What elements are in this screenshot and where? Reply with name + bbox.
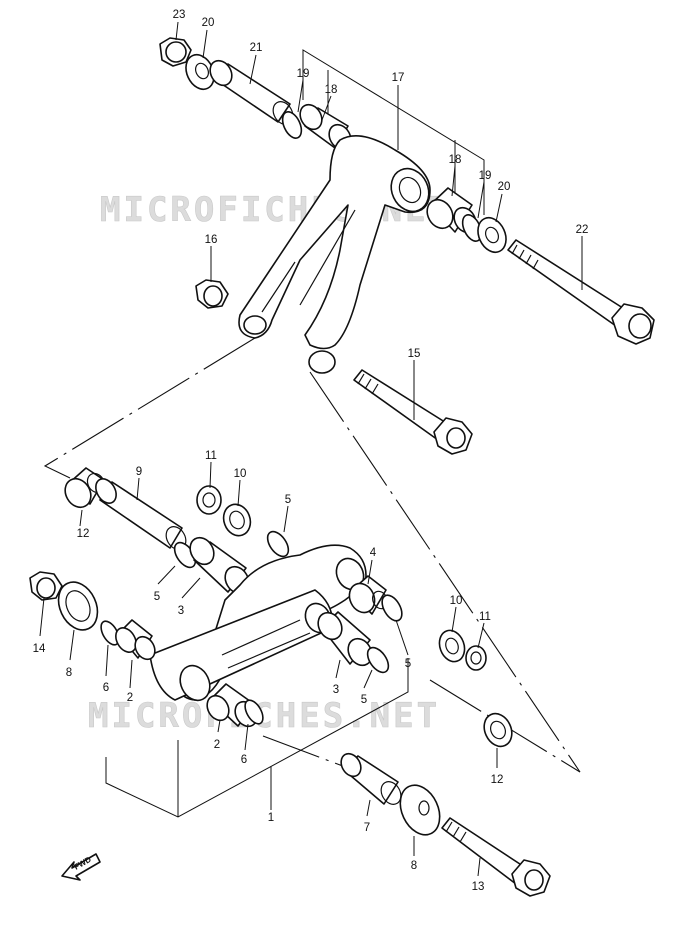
cushion-rod-1 <box>149 544 367 702</box>
circlip-5-a <box>266 530 290 558</box>
cushion-lever-17 <box>238 134 431 374</box>
bearing-3-lower <box>317 611 373 667</box>
callout-19: 19 <box>479 170 492 182</box>
circlip-5-d <box>366 646 390 674</box>
seal-11-lower <box>465 645 487 671</box>
bearing-2-upper <box>115 619 156 661</box>
callout-2: 2 <box>127 692 133 704</box>
callout-5: 5 <box>285 494 291 506</box>
callout-23: 23 <box>173 9 186 21</box>
circlip-6-b <box>244 699 264 725</box>
callout-5: 5 <box>154 591 160 603</box>
callout-15: 15 <box>408 348 421 360</box>
circlip-6-a <box>100 620 120 646</box>
callout-5: 5 <box>405 658 411 670</box>
callout-9: 9 <box>136 466 142 478</box>
spacer-7 <box>340 752 402 805</box>
bracket-lines-lower <box>105 658 409 818</box>
seal-10-upper <box>222 503 252 537</box>
spacer-12-upper <box>64 467 106 509</box>
callout-21: 21 <box>250 42 263 54</box>
callout-4: 4 <box>370 547 377 559</box>
washer-20-lower <box>477 216 507 254</box>
callout-10: 10 <box>450 595 463 607</box>
callout-6: 6 <box>103 682 109 694</box>
callout-22: 22 <box>576 224 589 236</box>
callout-11: 11 <box>205 450 217 462</box>
callout-5: 5 <box>361 694 367 706</box>
washer-8-lower <box>399 784 441 836</box>
flange-nut-14 <box>29 571 63 601</box>
callout-6: 6 <box>241 754 247 766</box>
watermark-bottom: MICROFICHES.NET <box>88 696 440 736</box>
callout-12: 12 <box>491 774 504 786</box>
callout-14: 14 <box>33 643 46 655</box>
seal-11-upper <box>196 485 222 515</box>
flange-nut-23 <box>159 37 192 67</box>
spacer-12-lower <box>483 712 513 748</box>
bolt-22 <box>507 239 655 345</box>
callout-8: 8 <box>66 667 72 679</box>
callout-18: 18 <box>449 154 462 166</box>
flange-nut-16 <box>195 279 229 309</box>
leader-lines <box>39 21 583 877</box>
callout-20: 20 <box>202 17 215 29</box>
spacer-9 <box>95 478 187 550</box>
bolt-15 <box>353 369 473 455</box>
callout-7: 7 <box>364 822 370 834</box>
seal-10-lower <box>438 629 466 663</box>
forward-arrow-icon: FWD <box>61 853 101 881</box>
callout-12: 12 <box>77 528 90 540</box>
callout-11: 11 <box>479 611 491 623</box>
callout-8: 8 <box>411 860 417 872</box>
circlip-5-c <box>381 594 403 622</box>
callout-2: 2 <box>214 739 220 751</box>
callout-3: 3 <box>178 605 184 617</box>
circlip-19-upper <box>281 111 303 139</box>
callout-20: 20 <box>498 181 511 193</box>
callout-16: 16 <box>205 234 218 246</box>
bolt-13 <box>441 817 551 897</box>
callout-3: 3 <box>333 684 339 696</box>
callout-1: 1 <box>268 812 274 824</box>
spacer-21 <box>209 59 294 125</box>
callout-10: 10 <box>234 468 247 480</box>
callout-numbers: 23 20 21 19 18 17 18 19 20 22 16 15 9 11… <box>33 9 589 893</box>
callout-19: 19 <box>297 68 310 80</box>
callout-17: 17 <box>392 72 405 84</box>
callout-13: 13 <box>472 881 485 893</box>
callout-18: 18 <box>325 84 338 96</box>
washer-8-upper <box>57 581 99 631</box>
